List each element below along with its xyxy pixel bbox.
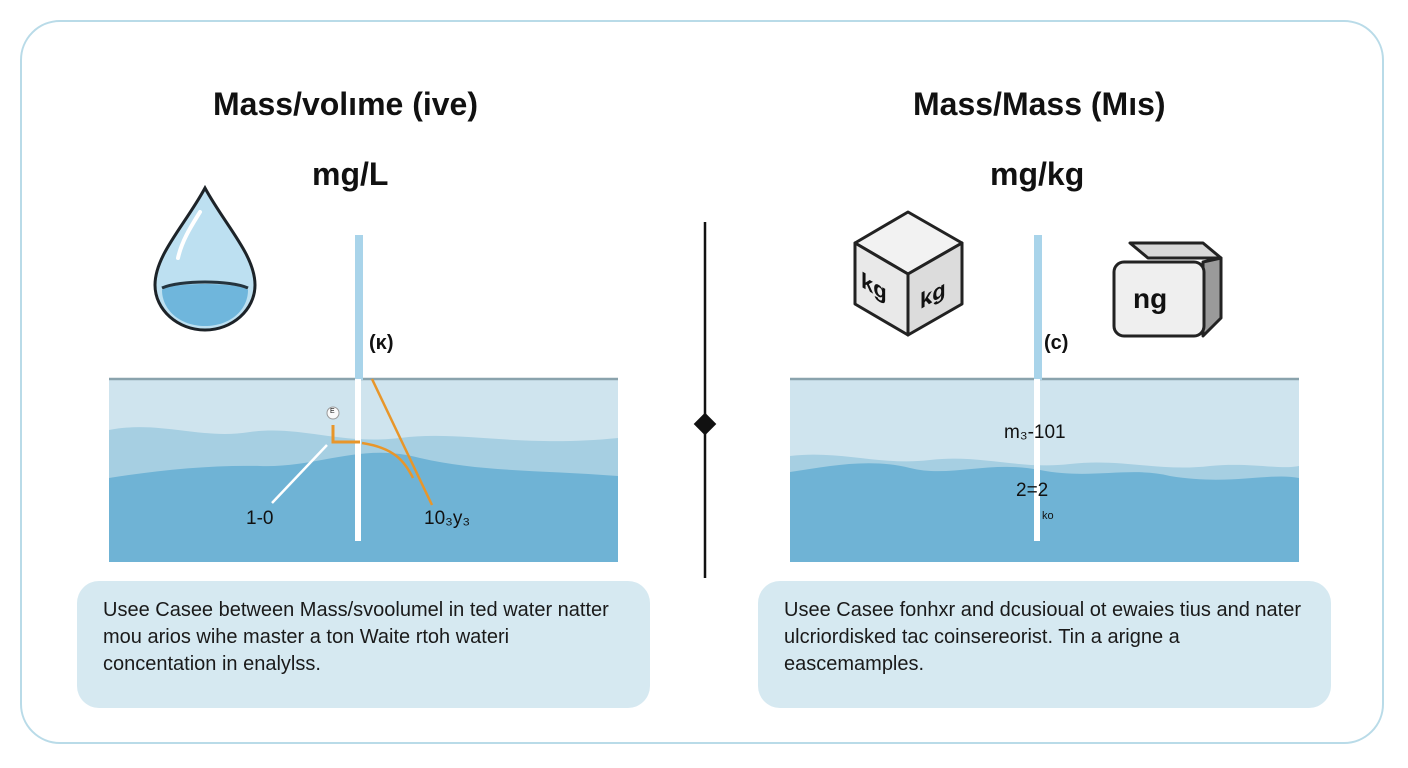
left-unit: mg/L (312, 156, 389, 192)
left-annotation-lines (271, 378, 434, 506)
right-probe (1034, 235, 1042, 541)
center-divider (693, 222, 717, 578)
left-point-label: E (330, 408, 335, 415)
left-value-left: 1-0 (246, 508, 274, 529)
right-value-3: ko (1042, 510, 1054, 522)
left-caption-box: Usee Casee between Mass/svoolumel in ted… (77, 581, 650, 708)
right-caption-box: Usee Casee fonhxr and dcusioual ot ewaie… (758, 581, 1331, 708)
left-marker-label: (κ) (369, 332, 394, 354)
left-probe (355, 235, 363, 541)
diagram-frame (20, 20, 1384, 744)
right-value-2: 2=2 (1016, 480, 1049, 501)
ng-cube-icon (1112, 241, 1223, 338)
right-title: Mass/Mass (Mıs) (913, 86, 1166, 122)
left-caption-text: Usee Casee between Mass/svoolumel in ted… (103, 599, 609, 675)
diamond-divider-icon (693, 412, 717, 436)
right-value-1: m₃-101 (1004, 422, 1066, 443)
right-unit: mg/kg (990, 156, 1085, 192)
ng-cube-label: ng (1133, 283, 1168, 314)
right-water-tank (790, 377, 1299, 562)
right-marker-label: (c) (1044, 332, 1069, 354)
right-caption-text: Usee Casee fonhxr and dcusioual ot ewaie… (784, 599, 1301, 675)
kg-cube-icon (853, 210, 964, 337)
left-value-right: 10₃y₃ (424, 508, 471, 529)
left-title: Mass/volıme (ive) (213, 86, 478, 122)
water-drop-icon (153, 184, 257, 332)
left-water-tank (109, 377, 618, 562)
